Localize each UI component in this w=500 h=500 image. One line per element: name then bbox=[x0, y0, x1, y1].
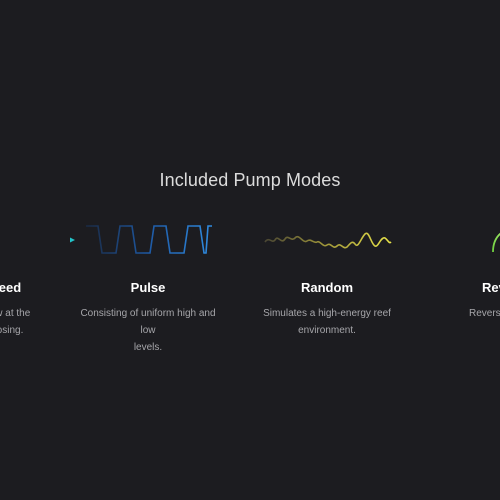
mode-description-line: Simulates a high-energy reef bbox=[263, 308, 391, 319]
mode-description-line: Consisting of uniform high and low bbox=[80, 308, 216, 336]
mode-name: Rev bbox=[482, 280, 500, 295]
mode-description: Consisting of uniform high and low level… bbox=[63, 305, 233, 356]
mode-name: Pulse bbox=[130, 280, 166, 295]
mode-description: Reverse bbox=[420, 305, 500, 322]
mode-description-line: osing. bbox=[0, 325, 24, 336]
mode-name: Random bbox=[301, 280, 353, 295]
constant-flow-wave-icon bbox=[0, 237, 75, 243]
mode-description-line: Reverse bbox=[469, 308, 500, 319]
mode-card-reverse: Rev Reverse bbox=[420, 220, 500, 322]
mode-description: ow at the osing. bbox=[0, 305, 95, 339]
mode-card-pulse: Pulse Consisting of uniform high and low… bbox=[63, 220, 233, 356]
mode-description-line: ow at the bbox=[0, 308, 31, 319]
mode-description: Simulates a high-energy reef environment… bbox=[242, 305, 412, 339]
mode-description-line: levels. bbox=[133, 342, 163, 353]
section-title: Included Pump Modes bbox=[159, 170, 341, 190]
pulse-wave-icon bbox=[86, 225, 212, 254]
reverse-arc-icon bbox=[492, 232, 500, 253]
mode-description-line: environment. bbox=[298, 325, 356, 336]
mode-card-constant: eed ow at the osing. bbox=[0, 220, 95, 339]
mode-card-random: Random Simulates a high-energy reef envi… bbox=[242, 220, 412, 339]
mode-name: eed bbox=[0, 280, 22, 295]
random-wave-icon bbox=[264, 232, 392, 249]
